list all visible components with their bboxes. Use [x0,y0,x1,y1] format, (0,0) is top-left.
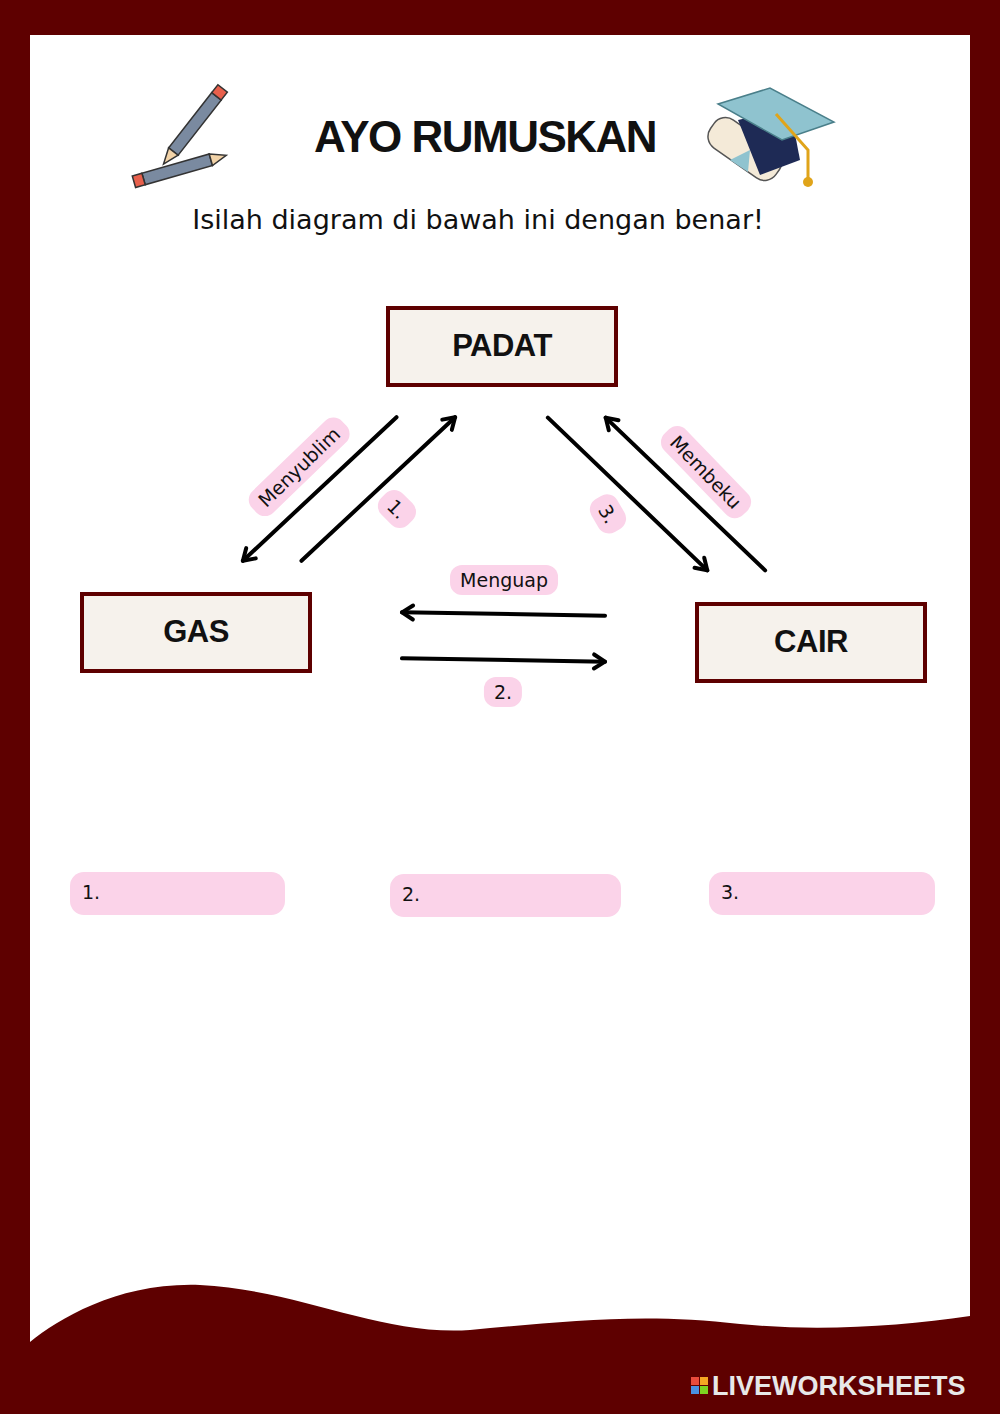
transition-arrow [402,658,605,661]
answer-field: 3. [709,872,935,915]
white-panel [30,35,970,1342]
instruction-text: Isilah diagram di bawah ini dengan benar… [192,204,764,235]
worksheet-title: AYO RUMUSKAN [0,112,970,162]
state-name: GAS [163,614,229,650]
answer-field: 2. [390,874,621,917]
state-box: PADAT [386,306,618,387]
state-name: CAIR [774,624,848,660]
state-name: PADAT [452,328,552,364]
pencil-icon [132,150,228,188]
pencil-icon [159,85,228,168]
state-box: GAS [80,592,312,673]
watermark-logo [691,1377,708,1394]
answer-field: 1. [70,872,285,915]
transition-arrow [402,612,605,615]
state-box: CAIR [695,602,927,683]
watermark: LIVEWORKSHEETS [712,1371,966,1402]
process-label: Menguap [450,565,558,595]
graduation-cap-icon [702,88,834,187]
process-label: 2. [484,677,522,707]
